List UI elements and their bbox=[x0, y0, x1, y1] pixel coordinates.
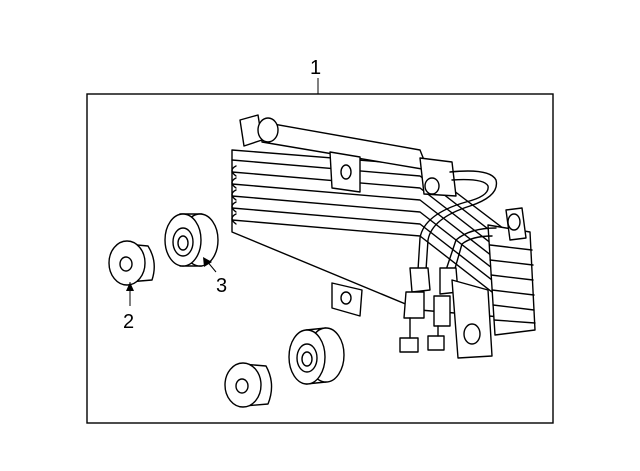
oil-cooler-assembly bbox=[231, 114, 536, 359]
lower-grommet bbox=[288, 327, 345, 385]
callout-2-arrow bbox=[126, 282, 134, 291]
part-2-cap bbox=[108, 240, 155, 286]
callout-1-label: 1 bbox=[310, 57, 321, 79]
callout-3-arrow bbox=[203, 257, 212, 267]
assembly-frame bbox=[86, 93, 554, 424]
callout-2-label: 2 bbox=[123, 311, 134, 333]
callout-3-label: 3 bbox=[216, 275, 227, 297]
lower-cap bbox=[224, 362, 273, 408]
part-3-grommet bbox=[164, 213, 219, 267]
